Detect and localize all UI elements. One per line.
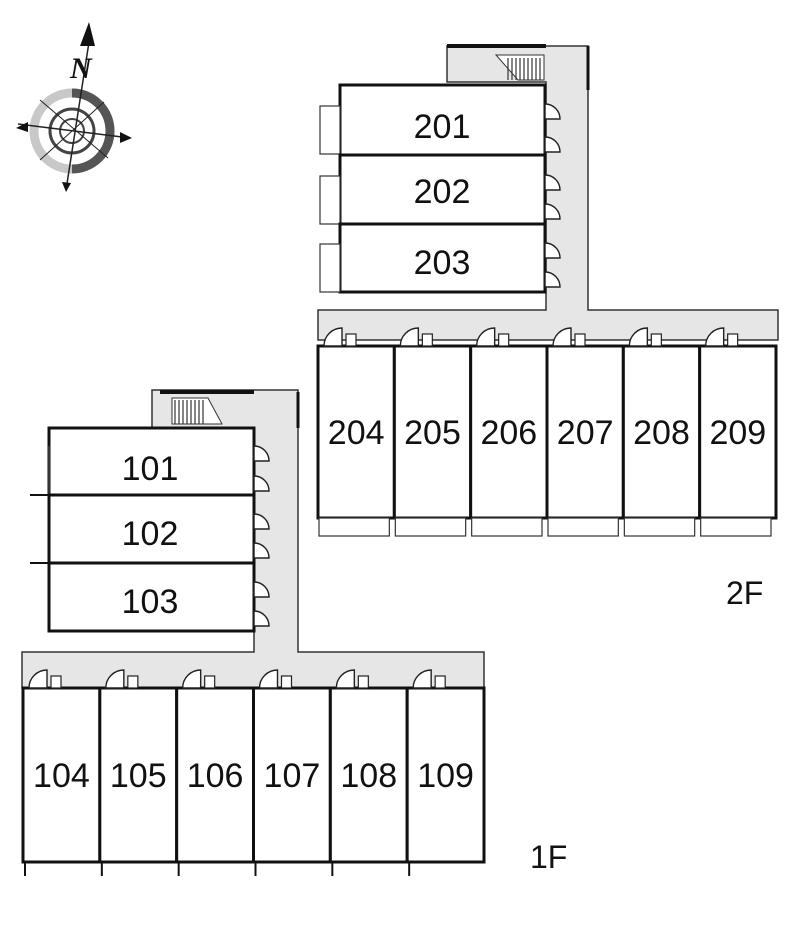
room-101: 101: [30, 426, 256, 497]
room-108: 108: [328, 669, 409, 876]
balcony: [394, 517, 467, 537]
room-109: 109: [405, 669, 486, 876]
room-number: 104: [33, 757, 90, 795]
door-swing-icon: [399, 327, 420, 347]
door-leaf-icon: [727, 333, 739, 347]
room-number: 205: [404, 414, 461, 452]
room-number: 101: [122, 450, 179, 488]
balcony: [318, 517, 390, 537]
door-swing-icon: [258, 669, 279, 689]
room-202: 202: [319, 153, 547, 226]
door-swing-icon: [28, 669, 48, 689]
room-number: 107: [264, 757, 321, 795]
room-209: 209: [698, 327, 778, 537]
door-swing-icon: [628, 327, 649, 347]
room-number: 106: [187, 757, 244, 795]
room-105: 105: [98, 669, 179, 876]
balcony: [471, 517, 543, 537]
north-label: N: [69, 52, 93, 85]
room-203: 203: [319, 222, 547, 294]
floor-1f: 101 102 103 104 105 106 107 108 109: [21, 389, 486, 876]
room-number: 203: [414, 244, 471, 282]
room-number: 206: [480, 414, 537, 452]
room-number: 204: [328, 414, 385, 452]
door-swing-icon: [704, 327, 725, 347]
corridor-2f: [317, 45, 779, 341]
room-number: 208: [633, 414, 690, 452]
room-205: 205: [392, 327, 473, 537]
room-207: 207: [545, 327, 625, 537]
room-206: 206: [469, 327, 549, 537]
door-leaf-icon: [204, 675, 216, 689]
room-number: 207: [557, 414, 614, 452]
door-swings-1f-upper: [253, 445, 270, 627]
door-leaf-icon: [421, 333, 433, 347]
door-leaf-icon: [50, 675, 62, 689]
door-leaf-icon: [345, 333, 357, 347]
room-number: 202: [414, 173, 471, 211]
room-number: 102: [122, 515, 179, 553]
door-leaf-icon: [574, 333, 586, 347]
floor-2f: 201 202 203 204 205 206 207 208 209: [316, 44, 779, 537]
door-swing-icon: [105, 669, 125, 689]
room-103: 103: [47, 561, 256, 633]
door-swing-icon: [412, 669, 432, 689]
room-number: 109: [417, 757, 474, 795]
door-leaf-icon: [280, 675, 293, 689]
balcony: [700, 517, 772, 537]
door-swing-icon: [475, 327, 496, 347]
door-swing-icon: [181, 669, 202, 689]
room-201: 201: [319, 83, 547, 157]
stair-2f-icon: [447, 44, 590, 90]
room-number: 201: [414, 108, 471, 146]
room-204: 204: [316, 327, 396, 537]
door-swing-icon: [335, 669, 356, 689]
door-leaf-icon: [498, 333, 510, 347]
door-leaf-icon: [127, 675, 139, 689]
room-number: 108: [340, 757, 397, 795]
room-102: 102: [30, 493, 256, 565]
balcony: [547, 517, 619, 537]
door-swing-icon: [323, 327, 343, 347]
stair-1f-icon: [160, 390, 300, 428]
room-row-1f: 104 105 106 107 108 109: [21, 669, 486, 876]
room-208: 208: [621, 327, 702, 537]
door-swing-icon: [552, 327, 572, 347]
door-leaf-icon: [357, 675, 369, 689]
room-number: 103: [122, 583, 179, 621]
room-104: 104: [21, 669, 102, 876]
room-106: 106: [175, 669, 256, 876]
floor-label-2f: 2F: [726, 575, 763, 611]
room-row-2f: 204 205 206 207 208 209: [316, 327, 778, 537]
balcony: [623, 517, 696, 537]
door-leaf-icon: [650, 333, 662, 347]
floor-label-1f: 1F: [530, 839, 567, 875]
compass-rose-icon: N: [16, 22, 132, 192]
room-107: 107: [252, 669, 332, 876]
door-leaf-icon: [434, 675, 446, 689]
room-number: 105: [110, 757, 167, 795]
door-swings-2f-upper: [544, 103, 561, 288]
room-number: 209: [709, 414, 766, 452]
